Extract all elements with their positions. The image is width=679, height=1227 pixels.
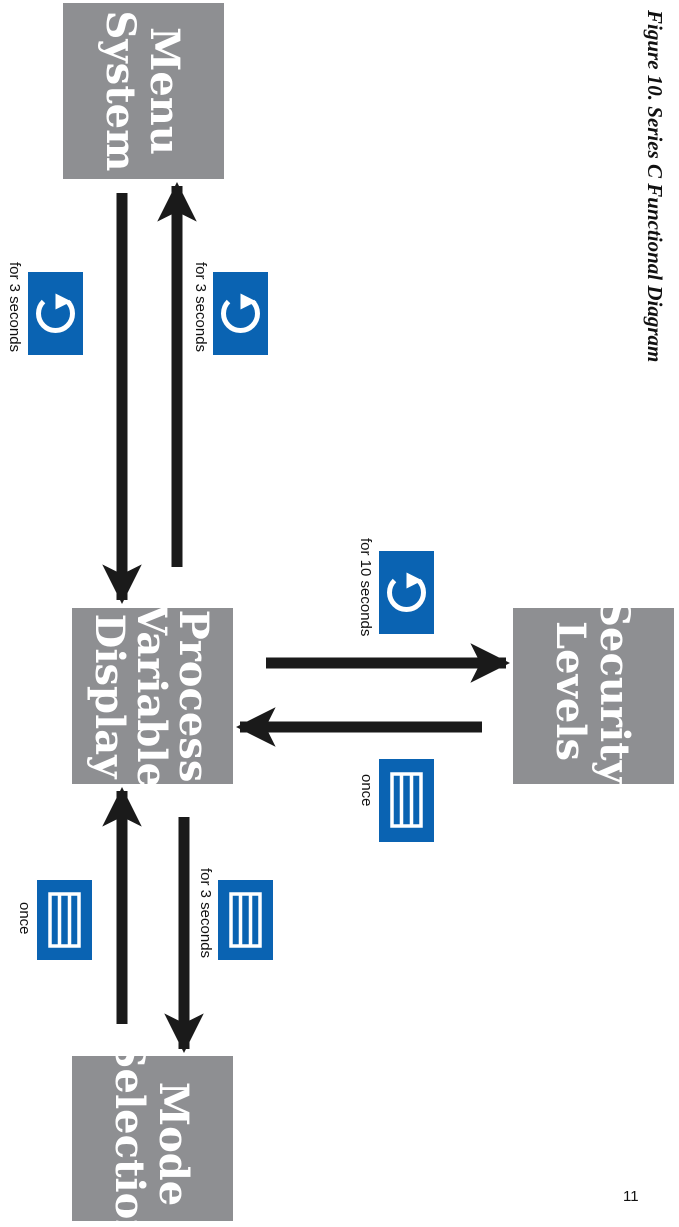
menu-bars-icon <box>37 880 92 960</box>
figure-title: Figure 10. Series C Functional Diagram <box>643 9 667 362</box>
cycle-arrow-icon <box>213 272 268 355</box>
security-levels-box <box>513 608 674 784</box>
cycle-arrow-icon <box>28 272 83 355</box>
menu-bars-icon <box>218 880 273 960</box>
caption-mode-to-process: once <box>16 902 33 935</box>
process-line-2: Variable <box>128 603 175 788</box>
security-levels-label: Security Levels <box>547 598 638 786</box>
menu-system-box <box>63 3 224 179</box>
mode-line-2: Selection <box>106 1040 153 1227</box>
menu-system-line-1: Menu <box>141 27 188 155</box>
caption-process-to-security: for 10 seconds <box>357 538 374 636</box>
caption-security-to-process: once <box>358 774 375 807</box>
mode-selection-label: Mode Selection <box>106 1040 197 1227</box>
page-number: 11 <box>623 1188 639 1205</box>
process-line-3: Display <box>86 614 133 780</box>
menu-system-label: Menu System <box>97 11 188 172</box>
process-variable-display-box <box>72 608 233 784</box>
caption-process-to-menu: for 3 seconds <box>192 262 209 352</box>
security-line-1: Security <box>591 598 638 786</box>
caption-process-to-mode: for 3 seconds <box>197 868 214 958</box>
cycle-arrow-icon <box>379 551 434 634</box>
process-line-1: Process <box>170 610 217 783</box>
caption-menu-to-process: for 3 seconds <box>6 262 23 352</box>
mode-selection-box <box>72 1056 233 1221</box>
menu-bars-icon <box>379 759 434 842</box>
security-line-2: Levels <box>547 621 594 761</box>
menu-system-line-2: System <box>97 11 144 172</box>
process-variable-display-label: Process Variable Display <box>86 603 217 788</box>
mode-line-1: Mode <box>150 1082 197 1206</box>
